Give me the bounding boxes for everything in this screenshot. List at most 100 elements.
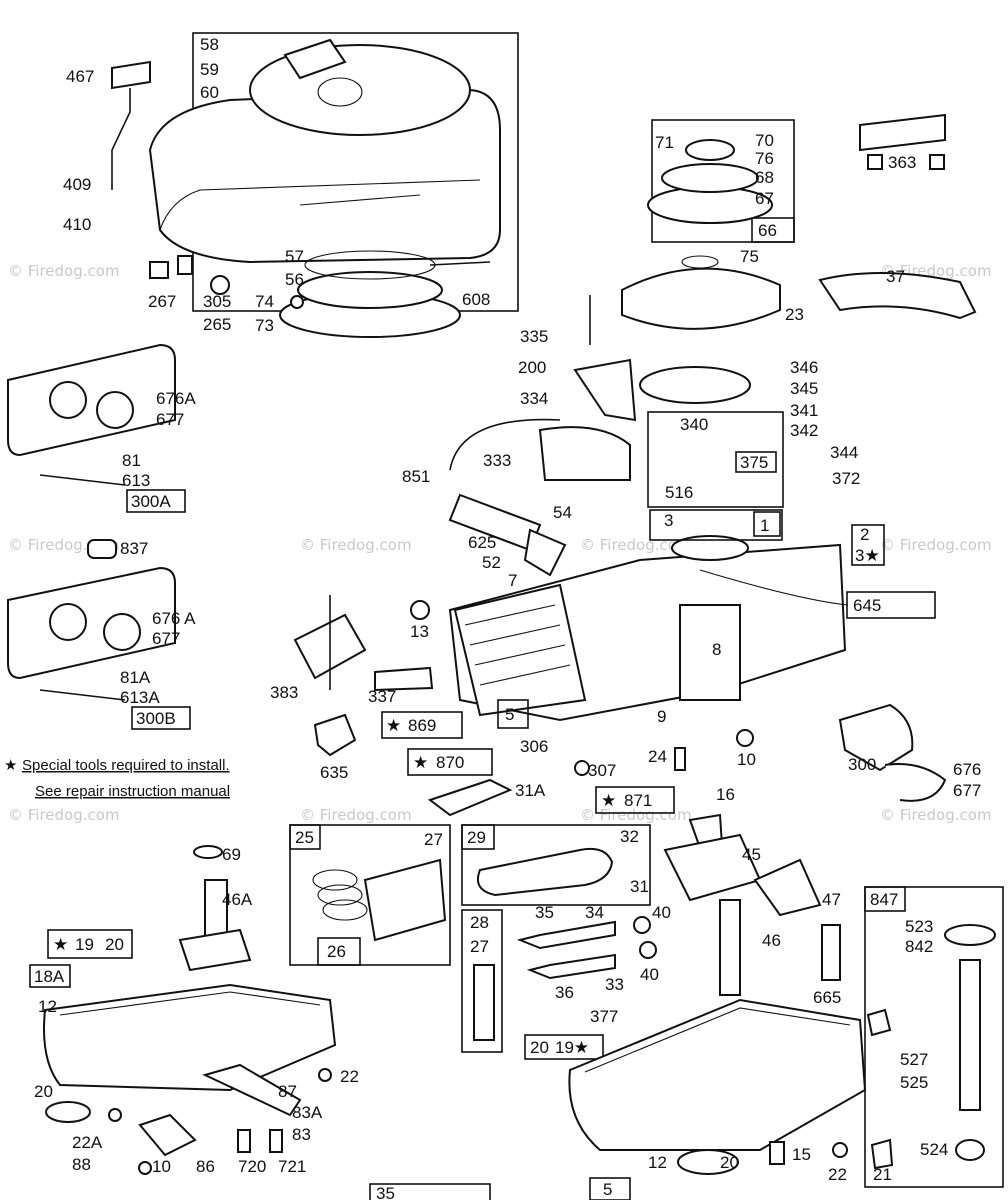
label-box-35 — [369, 1183, 491, 1200]
choke-knob — [96, 391, 134, 429]
part-label: 635 — [320, 763, 348, 782]
group-box-29 — [461, 824, 651, 906]
part-label: 8 — [712, 640, 721, 659]
part-label: 847 — [870, 890, 898, 909]
part-label: 33 — [605, 975, 624, 994]
tappet-tube — [473, 964, 495, 1041]
connecting-rod — [476, 847, 614, 897]
clip-267 — [149, 261, 169, 279]
ring-1 — [312, 869, 358, 891]
part-label: 69 — [222, 845, 241, 864]
clutch-retainer — [661, 163, 759, 193]
label-box-300A — [126, 489, 186, 513]
part-label: 9 — [657, 707, 666, 726]
watermark: © Firedog.com — [8, 806, 120, 824]
part-label: 340 — [680, 415, 708, 434]
part-label: 76 — [755, 149, 774, 168]
part-label: 36 — [555, 983, 574, 1002]
part-label: 5 — [505, 705, 514, 724]
part-label: 34 — [585, 903, 604, 922]
part-label: 677 — [156, 410, 184, 429]
pin-15 — [769, 1141, 785, 1165]
part-label: 375 — [740, 453, 768, 472]
part-label: 2 — [860, 525, 869, 544]
part-label: 20 — [34, 1082, 53, 1101]
part-label: 613 — [122, 471, 150, 490]
part-label: 88 — [72, 1155, 91, 1174]
connecting-rod-group: 29 32 31 — [461, 824, 651, 906]
part-label: 20 — [105, 935, 124, 954]
sump-right-group: 377 20 19★ 12 20 15 22 21 — [524, 899, 894, 1184]
part-label: 3 — [664, 511, 673, 530]
housing-slot — [299, 194, 421, 206]
label-box-1 — [753, 511, 781, 537]
bracket-363 — [859, 113, 946, 152]
elbow-635 — [313, 713, 357, 757]
note-star: ★ — [4, 757, 17, 774]
clip-21 — [870, 1138, 894, 1170]
part-label: 871 — [624, 791, 652, 810]
plug-307 — [574, 760, 590, 776]
control-link — [111, 88, 131, 190]
part-label: 613A — [120, 688, 160, 707]
part-label: 68 — [755, 168, 774, 187]
bracket-31A — [427, 778, 513, 817]
valve-36 — [526, 953, 616, 980]
part-label: 372 — [832, 469, 860, 488]
watermark: © Firedog.com — [300, 806, 412, 824]
part-label: 527 — [900, 1050, 928, 1069]
piston-group: 25 27 26 — [289, 824, 451, 966]
tube-837 — [87, 539, 117, 559]
part-label: 524 — [920, 1140, 948, 1159]
cam-gear — [178, 928, 252, 972]
part-label: 75 — [740, 247, 759, 266]
ring-3 — [322, 899, 368, 921]
star-870: ★ — [413, 753, 428, 772]
part-label: 35 — [535, 903, 554, 922]
part-label: 345 — [790, 379, 818, 398]
group-box-28 — [461, 909, 503, 1053]
armature-333 — [538, 426, 631, 481]
part-label: 837 — [120, 539, 148, 558]
shaft-46 — [719, 899, 741, 996]
part-label: 60 — [200, 83, 219, 102]
part-label: 335 — [520, 327, 548, 346]
label-box-20-19 — [524, 1034, 604, 1060]
label-box-19-20 — [47, 929, 133, 959]
bracket-37 — [818, 272, 977, 320]
dipstick-cap — [944, 924, 996, 946]
part-label: 40 — [652, 903, 671, 922]
cooling-fins — [464, 604, 571, 686]
part-label: 842 — [905, 937, 933, 956]
sump-right — [568, 998, 867, 1151]
part-label: 20 — [720, 1153, 739, 1172]
screw-22b — [832, 1142, 848, 1158]
part-label: 676 — [953, 760, 981, 779]
cylinder-head — [453, 583, 587, 717]
sump-left-group: 69 46A ★ 19 20 18A 12 22 20 87 83A 83 22… — [29, 845, 359, 1176]
part-label: 52 — [482, 553, 501, 572]
dipstick-tube — [959, 959, 981, 1111]
pin-24 — [674, 747, 686, 771]
breaker-cover — [639, 366, 751, 404]
part-label: 86 — [196, 1157, 215, 1176]
part-label: 45 — [742, 845, 761, 864]
label-box-29 — [461, 824, 495, 850]
part-label: 7 — [508, 571, 517, 590]
label-box-869 — [381, 711, 463, 739]
label-box-870 — [407, 748, 493, 776]
star-19: ★ — [53, 935, 68, 954]
part-label: 22 — [340, 1067, 359, 1086]
part-label: 56 — [285, 270, 304, 289]
part-label: 59 — [200, 60, 219, 79]
piston — [363, 858, 447, 942]
part-label: 305 — [203, 292, 231, 311]
starter-handle-bracket — [283, 38, 347, 80]
label-box-375 — [735, 451, 777, 473]
spring-leader — [429, 261, 491, 266]
part-label: 344 — [830, 443, 858, 462]
part-label: 66 — [758, 221, 777, 240]
link-721 — [269, 1129, 283, 1153]
breather-cover-8 — [679, 604, 741, 701]
